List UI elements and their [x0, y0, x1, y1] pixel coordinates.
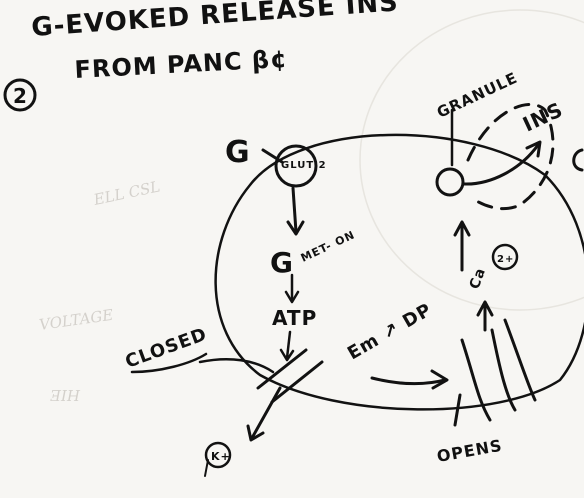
closed-label: CLOSED — [123, 324, 211, 373]
opens-label: OPENS — [435, 436, 503, 466]
bleed-text-3: HIE — [50, 386, 81, 404]
atp-to-katp-arrow — [285, 330, 292, 360]
closed-pointer — [198, 358, 275, 374]
glut2-label: GLUT 2 — [281, 160, 327, 171]
glucose-outside-label: G — [225, 135, 251, 170]
glucose-entry-arrow — [261, 148, 284, 164]
title-line-1: G-EVOKED RELEASE INS — [30, 0, 399, 43]
exocytosis-solid — [462, 143, 540, 186]
section-number-badge: 2 — [3, 78, 37, 112]
granule-label: GRANULE — [434, 69, 520, 122]
glut2-transporter — [274, 144, 318, 188]
k-ion-label: K+ — [211, 450, 231, 463]
glut2-to-glucose-arrow — [291, 186, 298, 234]
title-line-2: FROM PANC β¢ — [74, 45, 289, 84]
insulin-granule — [435, 167, 465, 197]
ca-channel-wall-1 — [460, 338, 492, 422]
atp-label: ATP — [272, 306, 317, 330]
ca-channel-wall-3 — [503, 318, 537, 402]
beta-cell-outline — [214, 133, 584, 411]
bleed-text-1: ELL CSL — [91, 177, 162, 209]
metabolism-label: MET- ON — [299, 228, 357, 264]
glucose-inside-label: G — [270, 246, 294, 279]
exocytosis-dashed — [466, 103, 555, 211]
ca-ion-circle — [491, 243, 519, 271]
katp-channel-wall-2 — [270, 360, 324, 404]
k-ion-circle — [204, 441, 232, 469]
ca-ion-label: 2+ — [497, 254, 514, 265]
katp-channel-wall-1 — [256, 348, 308, 390]
closed-underline — [130, 352, 208, 374]
ins-label: INS — [519, 97, 567, 136]
em-dp-label: Em ↗ DP — [344, 299, 436, 364]
depolarization-arrow — [370, 376, 447, 386]
k-efflux-arrow — [250, 386, 282, 440]
opens-pointer — [453, 393, 462, 427]
bleed-text-2: VOLTAGE — [38, 306, 114, 334]
ca-label: Ca — [467, 265, 489, 291]
edge-mark — [572, 148, 584, 172]
section-number: 2 — [13, 84, 28, 108]
ca-channel-wall-2 — [490, 328, 517, 412]
